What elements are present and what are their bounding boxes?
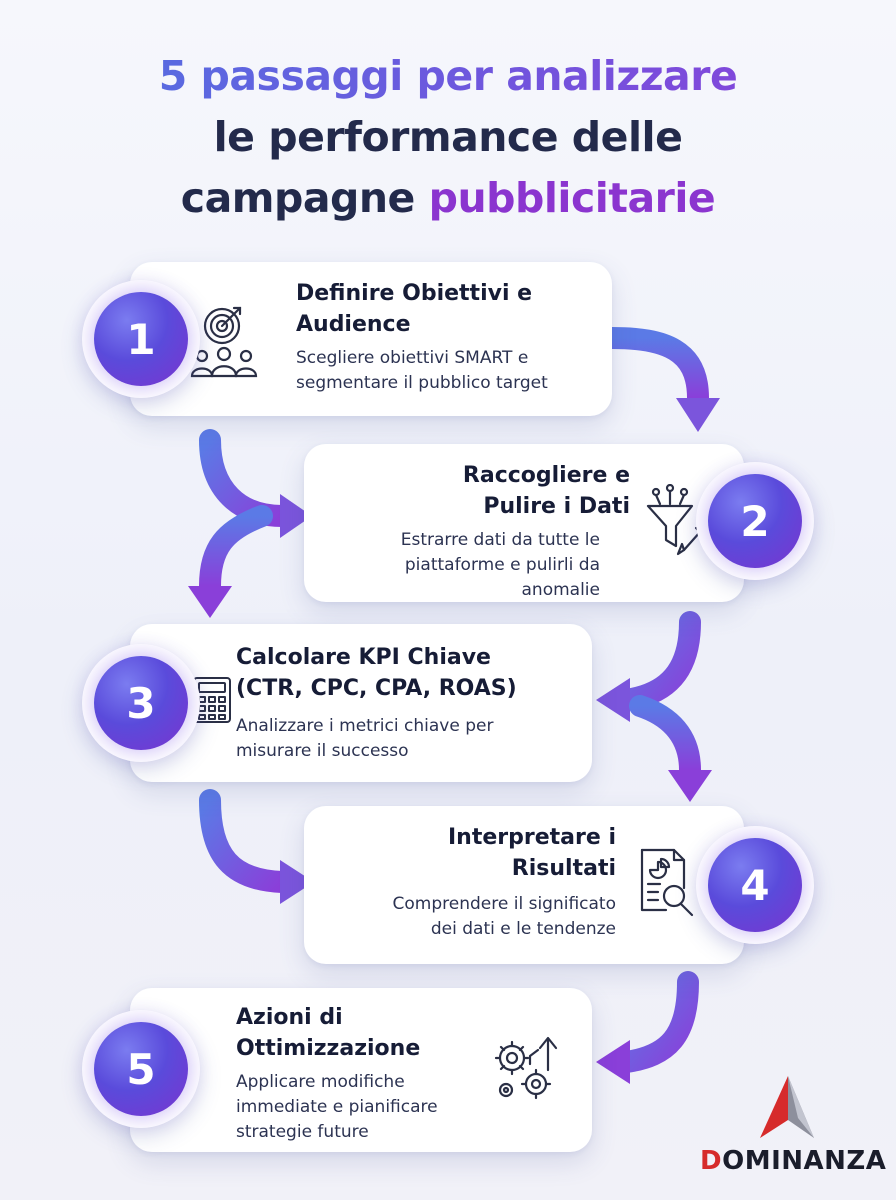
- step-5-badge: 5: [82, 1010, 200, 1128]
- arrow-step4-to-step5: [596, 971, 699, 1084]
- step-4-badge: 4: [696, 826, 814, 944]
- arrow-step3-to-step4: [199, 789, 314, 904]
- step-2-title: Raccogliere e Pulire i Dati: [462, 463, 630, 519]
- report-magnifier-icon: [636, 848, 698, 918]
- title-line-3-b: pubblicitarie: [428, 174, 716, 222]
- step-3-description: Analizzare i metrici chiave per misurare…: [236, 716, 494, 761]
- brand-logo: DOMINANZA: [700, 1076, 886, 1176]
- step-3-badge: 3: [82, 644, 200, 762]
- target-audience-icon: [188, 304, 260, 380]
- step-1-badge: 1: [82, 280, 200, 398]
- step-5-title: Azioni di Ottimizzazione: [236, 1005, 421, 1061]
- step-5-number: 5: [94, 1022, 188, 1116]
- brand-name-first-letter: D: [700, 1146, 723, 1176]
- step-card-1: Definire Obiettivi e Audience Scegliere …: [130, 262, 612, 416]
- step-1-title: Definire Obiettivi e Audience: [296, 281, 533, 337]
- arrow-left-split-1: [188, 429, 312, 618]
- brand-name: DOMINANZA: [700, 1146, 886, 1176]
- title-line-3: campagne pubblicitarie: [0, 168, 896, 229]
- dominanza-logo-icon: [760, 1076, 814, 1138]
- arrow-right-split-2: [596, 611, 712, 802]
- brand-name-rest: OMINANZA: [722, 1146, 887, 1176]
- gears-growth-icon: [490, 1030, 564, 1104]
- step-1-number: 1: [94, 292, 188, 386]
- step-card-3: Calcolare KPI Chiave (CTR, CPC, CPA, ROA…: [130, 624, 592, 782]
- step-4-number: 4: [708, 838, 802, 932]
- step-4-title: Interpretare i Risultati: [448, 825, 616, 881]
- step-card-5: Azioni di Ottimizzazione Applicare modif…: [130, 988, 592, 1152]
- step-2-badge: 2: [696, 462, 814, 580]
- step-5-description: Applicare modifiche immediate e pianific…: [236, 1072, 438, 1142]
- step-3-title: Calcolare KPI Chiave (CTR, CPC, CPA, ROA…: [236, 645, 517, 701]
- step-1-description: Scegliere obiettivi SMART e segmentare i…: [296, 348, 548, 393]
- step-card-4: Interpretare i Risultati Comprendere il …: [304, 806, 744, 964]
- page-title: 5 passaggi per analizzare le performance…: [0, 46, 896, 229]
- step-card-2: Raccogliere e Pulire i Dati Estrarre dat…: [304, 444, 744, 602]
- title-line-2: le performance delle: [213, 113, 683, 161]
- step-3-number: 3: [94, 656, 188, 750]
- step-2-description: Estrarre dati da tutte le piattaforme e …: [400, 530, 600, 600]
- step-4-description: Comprendere il significato dei dati e le…: [392, 894, 616, 939]
- title-line-3-a: campagne: [180, 174, 416, 222]
- arrow-step1-to-step2: [601, 327, 720, 432]
- step-2-number: 2: [708, 474, 802, 568]
- title-line-1: 5 passaggi per analizzare: [0, 46, 896, 107]
